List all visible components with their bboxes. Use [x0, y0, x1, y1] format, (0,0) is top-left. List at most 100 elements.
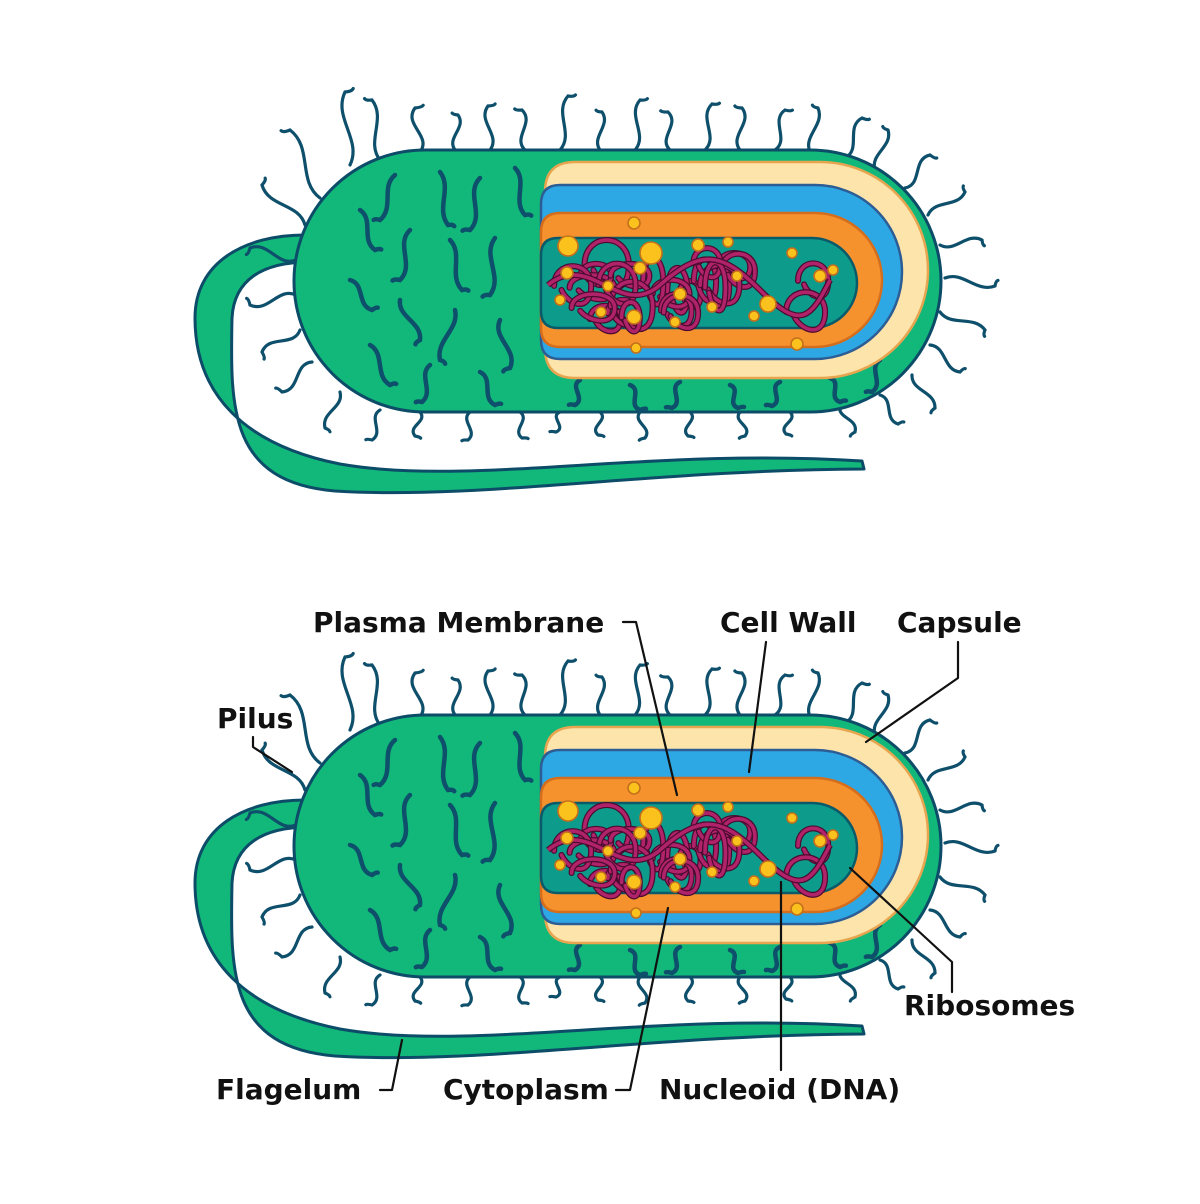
pilus-strand: [736, 975, 749, 1005]
pilus-strand: [496, 882, 514, 939]
ribosome: [786, 247, 798, 259]
pilus-strand: [480, 235, 498, 299]
pilus-strand: [364, 973, 382, 1007]
ribosome: [790, 337, 804, 351]
pilus-strand: [903, 153, 939, 190]
pilus-strand: [910, 373, 937, 415]
pilus-strand: [872, 689, 891, 737]
pilus-strand: [838, 403, 857, 438]
pilus-strand: [703, 101, 721, 152]
leader-plasma-membrane: [621, 620, 679, 797]
pilus-strand: [447, 237, 471, 293]
pilus-strand: [733, 104, 747, 152]
ribosome: [639, 241, 663, 265]
label-cytoplasm: Cytoplasm: [443, 1073, 609, 1106]
pilus-strand: [773, 673, 794, 717]
pilus-strand: [636, 975, 649, 1007]
dna-strand: [546, 822, 832, 883]
label-flagelum: Flagelum: [216, 1073, 361, 1106]
leader-ribosomes: [848, 866, 954, 994]
pilus-strand: [279, 693, 322, 765]
pilus-strand: [512, 730, 534, 783]
ribosome: [669, 881, 681, 893]
pilus-strand: [245, 856, 298, 874]
dna-loop: [569, 857, 617, 888]
ribosome: [748, 875, 760, 887]
pilus-strand: [323, 955, 343, 999]
ribosome: [639, 806, 663, 830]
pilus-strand: [938, 801, 986, 814]
pilus-strand: [627, 947, 649, 978]
label-ribosomes: Ribosomes: [904, 989, 1075, 1022]
pilus-strand: [863, 357, 883, 395]
pilus-strand: [513, 107, 528, 152]
pilus-strand: [244, 245, 298, 263]
ribosome: [602, 845, 614, 857]
leader-cell-wall: [747, 640, 768, 774]
dna-loop: [569, 292, 617, 323]
pilus-strand: [513, 672, 528, 717]
pilus-strand: [274, 360, 314, 394]
pilus-strand: [703, 666, 721, 717]
pilus-strand: [413, 927, 433, 970]
pilus-strand: [773, 108, 794, 152]
pilus-strand: [244, 810, 298, 828]
pilus-strand: [838, 968, 857, 1003]
pilus-strand: [460, 410, 473, 443]
pilus-strand: [872, 124, 891, 172]
dna-loop: [784, 855, 827, 897]
pilus-strand: [260, 328, 302, 361]
pilus-strand: [357, 207, 384, 253]
pilus-strand: [943, 275, 1000, 289]
ribosome: [560, 831, 574, 845]
ribosome: [706, 301, 718, 313]
ribosome: [627, 781, 641, 795]
pilus-strand: [496, 317, 514, 374]
pilus-strand: [910, 938, 937, 980]
pilus-strand: [684, 975, 696, 1005]
pilus-strand: [362, 96, 382, 162]
pilus-strand: [450, 676, 462, 717]
pilus-strand: [558, 658, 578, 717]
dna-loop: [784, 290, 827, 332]
ribosome: [595, 871, 607, 883]
ribosome: [626, 874, 642, 890]
pilus-strand: [627, 382, 649, 413]
pilus-strand: [633, 662, 649, 717]
pilus-strand: [684, 410, 696, 440]
pilus-strand: [663, 379, 683, 411]
ribosome: [790, 902, 804, 916]
pilus-strand: [367, 907, 399, 953]
pilus-strand: [926, 749, 967, 782]
pilus-strand: [806, 668, 821, 719]
pilus-strand: [938, 310, 987, 338]
pilus-strand: [260, 893, 302, 926]
pilus-strand: [863, 922, 883, 960]
pili: [244, 86, 1000, 443]
pilus-strand: [364, 408, 382, 442]
pilus-strand: [594, 108, 606, 152]
pilus-strand: [397, 862, 423, 912]
pilus-strand: [347, 842, 380, 878]
pilus-strand: [437, 734, 457, 794]
ribosome: [748, 310, 760, 322]
pilus-strand: [878, 393, 906, 426]
pilus-strand: [323, 390, 343, 434]
pilus-strand: [413, 362, 433, 405]
pilus-strand: [483, 667, 497, 717]
ribosome: [557, 235, 579, 257]
ribosome: [602, 280, 614, 292]
pilus-strand: [736, 410, 749, 440]
ribosome: [633, 826, 647, 840]
ribosome: [827, 264, 839, 276]
pilus-strand: [594, 673, 606, 717]
pilus-strand: [512, 165, 534, 218]
pilus-strand: [437, 872, 458, 931]
pilus-strand: [659, 109, 674, 152]
pilus-strand: [260, 741, 307, 792]
pilus-strand: [633, 97, 649, 152]
pilus-strand: [733, 669, 747, 717]
pilus-strand: [594, 410, 606, 439]
flagellum: [193, 233, 866, 495]
